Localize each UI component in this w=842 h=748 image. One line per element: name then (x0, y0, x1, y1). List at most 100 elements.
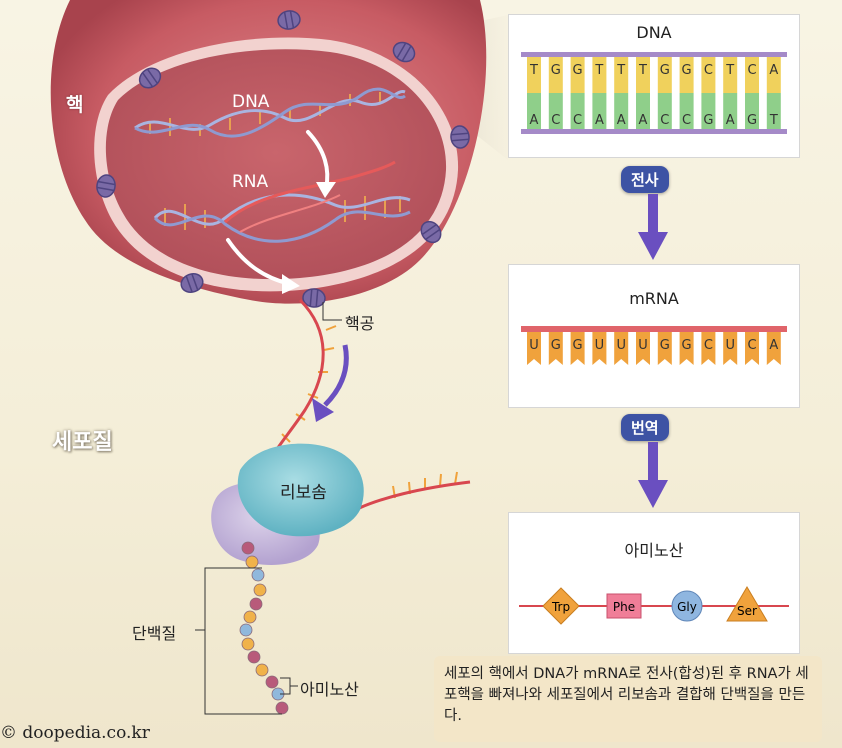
dna-bottom-letter: C (573, 113, 582, 128)
dna-top-base (548, 57, 563, 93)
dna-bottom-letter: A (617, 113, 626, 128)
dna-bottom-letter: T (769, 113, 778, 128)
mrna-base (548, 332, 563, 365)
dna-bottom-letter: A (595, 113, 604, 128)
dna-bottom-base (679, 93, 694, 129)
protein-chain (239, 541, 289, 715)
amino-acid-name: Ser (737, 604, 757, 618)
dna-bottom-letter: G (747, 113, 757, 128)
phe-shape (606, 593, 642, 619)
cytoplasm-label: 세포질 (52, 430, 113, 455)
dna-bottom-base (723, 93, 738, 129)
dna-top-letter: T (725, 63, 734, 78)
amino-acid-chain: Trp Phe Gly Ser (519, 586, 789, 625)
dna-top-base (527, 57, 541, 93)
mrna-base (723, 332, 738, 365)
mrna-base (592, 332, 607, 365)
dna-top-base (701, 57, 716, 93)
mrna-letter: U (616, 338, 626, 353)
mrna-letter: G (551, 338, 561, 353)
transcription-badge: 전사 (621, 166, 669, 193)
dna-top-base (592, 57, 607, 93)
mrna-letter: G (573, 338, 583, 353)
transcription-arrow (638, 194, 668, 260)
mrna-base (701, 332, 716, 365)
dna-helix (134, 87, 406, 138)
mrna-base (679, 332, 694, 365)
dna-bottom-letter: A (639, 113, 648, 128)
dna-bottom-letter: A (726, 113, 735, 128)
dna-top-letter: C (747, 63, 756, 78)
dna-top-letter: T (594, 63, 603, 78)
dna-top-letter: T (529, 63, 538, 78)
mrna-letter: G (660, 338, 670, 353)
mrna-base (570, 332, 585, 365)
translation-badge: 번역 (621, 414, 669, 441)
dna-top-base (723, 57, 738, 93)
dna-panel-title: DNA (636, 23, 672, 42)
copyright: © doopedia.co.kr (0, 723, 150, 743)
dna-top-base (636, 57, 650, 93)
amino-acid-name: Trp (551, 600, 570, 614)
dna-top-base (745, 57, 759, 93)
mrna-letter: U (595, 338, 605, 353)
amino-acid-label: 아미노산 (300, 680, 359, 699)
ribosome-label: 리보솜 (280, 483, 327, 503)
ribosome (211, 443, 364, 565)
mrna-base (614, 332, 629, 365)
amino-panel-title: 아미노산 (624, 541, 684, 560)
mrna-letter: U (638, 338, 648, 353)
mrna-letter: U (529, 338, 539, 353)
dna-top-letter: G (573, 63, 583, 78)
dna-top-letter: T (638, 63, 647, 78)
mrna-panel-title: mRNA (629, 289, 679, 308)
caption: 세포의 핵에서 DNA가 mRNA로 전사(합성)된 후 RNA가 세포핵을 빠… (434, 656, 822, 742)
dna-bottom-base (701, 93, 716, 129)
dna-top-letter: G (682, 63, 692, 78)
mrna-base (636, 332, 650, 365)
dna-top-letter: A (769, 63, 778, 78)
amino-acid-name: Gly (677, 600, 697, 614)
dna-top-letter: G (551, 63, 561, 78)
ser-shape (726, 586, 768, 622)
cytoplasm-arrow (312, 344, 349, 422)
dna-bottom-letter: C (551, 113, 560, 128)
dna-bottom-letter: A (530, 113, 539, 128)
dna-label: DNA (232, 92, 270, 112)
dna-bottom-base (592, 93, 607, 129)
dna-bottom-letter: C (682, 113, 691, 128)
dna-bottom-base (745, 93, 759, 129)
white-arrows (226, 130, 336, 294)
nucleus (50, 0, 487, 304)
mrna-letter: C (704, 338, 713, 353)
amino-acid-panel: 아미노산 Trp Phe Gly Ser (508, 512, 800, 654)
dna-top-letter: G (660, 63, 670, 78)
dna-bottom-base (570, 93, 585, 129)
mrna-letter: G (682, 338, 692, 353)
dna-top-letter: T (616, 63, 625, 78)
mrna-letter: U (725, 338, 735, 353)
dna-bottom-letter: C (660, 113, 669, 128)
dna-top-letter: C (704, 63, 713, 78)
leader-lines (195, 302, 342, 715)
translation-arrow (638, 442, 668, 508)
dna-top-base (679, 57, 694, 93)
mrna-letter: C (747, 338, 756, 353)
nuclear-pore-label: 핵공 (345, 314, 375, 333)
mrna-base (527, 332, 541, 365)
dna-bottom-base (657, 93, 672, 129)
rna-label: RNA (232, 172, 269, 192)
mrna-base (745, 332, 759, 365)
dna-bottom-base (636, 93, 650, 129)
nucleus-label: 핵 (66, 94, 84, 116)
dna-top-base (766, 57, 781, 93)
dna-top-base (657, 57, 672, 93)
dna-bottom-letter: G (703, 113, 713, 128)
nuclear-pores (96, 10, 470, 308)
dna-top-base (614, 57, 629, 93)
dna-bottom-base (527, 93, 541, 129)
mrna-letter: A (769, 338, 778, 353)
